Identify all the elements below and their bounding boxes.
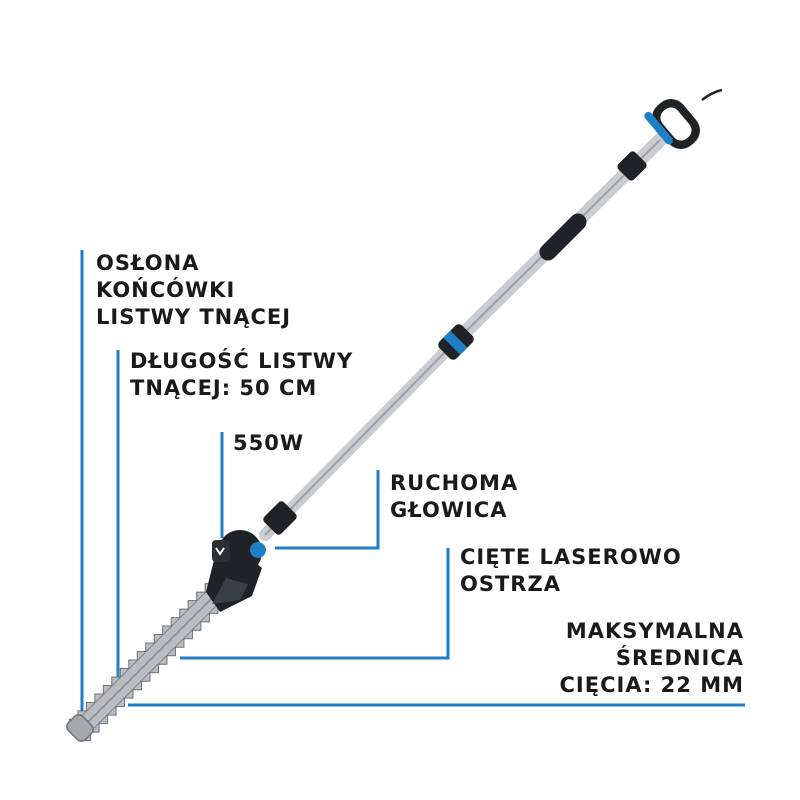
lower-pole-edge <box>264 344 453 536</box>
rear-handle <box>644 99 700 149</box>
callout-line: KOŃCÓWKI <box>96 278 236 302</box>
callout-power: 550W <box>233 430 304 457</box>
callout-line: RUCHOMA <box>390 471 519 495</box>
callout-max-diameter: MAKSYMALNA ŚREDNICA CIĘCIA: 22 MM <box>560 618 744 699</box>
pivot-head <box>212 530 266 574</box>
callout-line: CIĘCIA: 22 MM <box>559 673 744 697</box>
callout-line: DŁUGOŚĆ LISTWY <box>130 349 354 373</box>
callout-line: ŚREDNICA <box>615 646 744 670</box>
callout-tip-guard: OSŁONA KOŃCÓWKI LISTWY TNĄCEJ <box>96 250 291 331</box>
leader-movable-head <box>275 470 380 550</box>
callout-laser-cut: CIĘTE LASEROWO OSTRZA <box>460 544 682 598</box>
leader-lines <box>80 250 745 722</box>
callout-line: OSŁONA <box>96 251 200 275</box>
callout-line: CIĘTE LASEROWO <box>460 545 682 569</box>
callout-movable-head: RUCHOMA GŁOWICA <box>390 470 518 524</box>
callout-line: LISTWY TNĄCEJ <box>96 305 292 329</box>
blade-tip-guard <box>66 714 94 742</box>
cutter-blade <box>68 566 244 742</box>
leader-laser-cut <box>180 548 450 660</box>
callout-line: OSTRZA <box>460 572 561 596</box>
pole-grip <box>539 213 587 261</box>
handle-collar <box>617 151 647 181</box>
pole-lock-clamp <box>438 324 474 360</box>
pole-collar <box>263 501 297 535</box>
callout-line: TNĄCEJ: 50 CM <box>130 376 318 400</box>
callout-line: 550W <box>233 431 304 455</box>
callout-line: GŁOWICA <box>390 498 508 522</box>
power-cord <box>701 88 723 101</box>
callout-blade-length: DŁUGOŚĆ LISTWY TNĄCEJ: 50 CM <box>130 348 353 402</box>
callout-line: MAKSYMALNA <box>565 619 744 643</box>
